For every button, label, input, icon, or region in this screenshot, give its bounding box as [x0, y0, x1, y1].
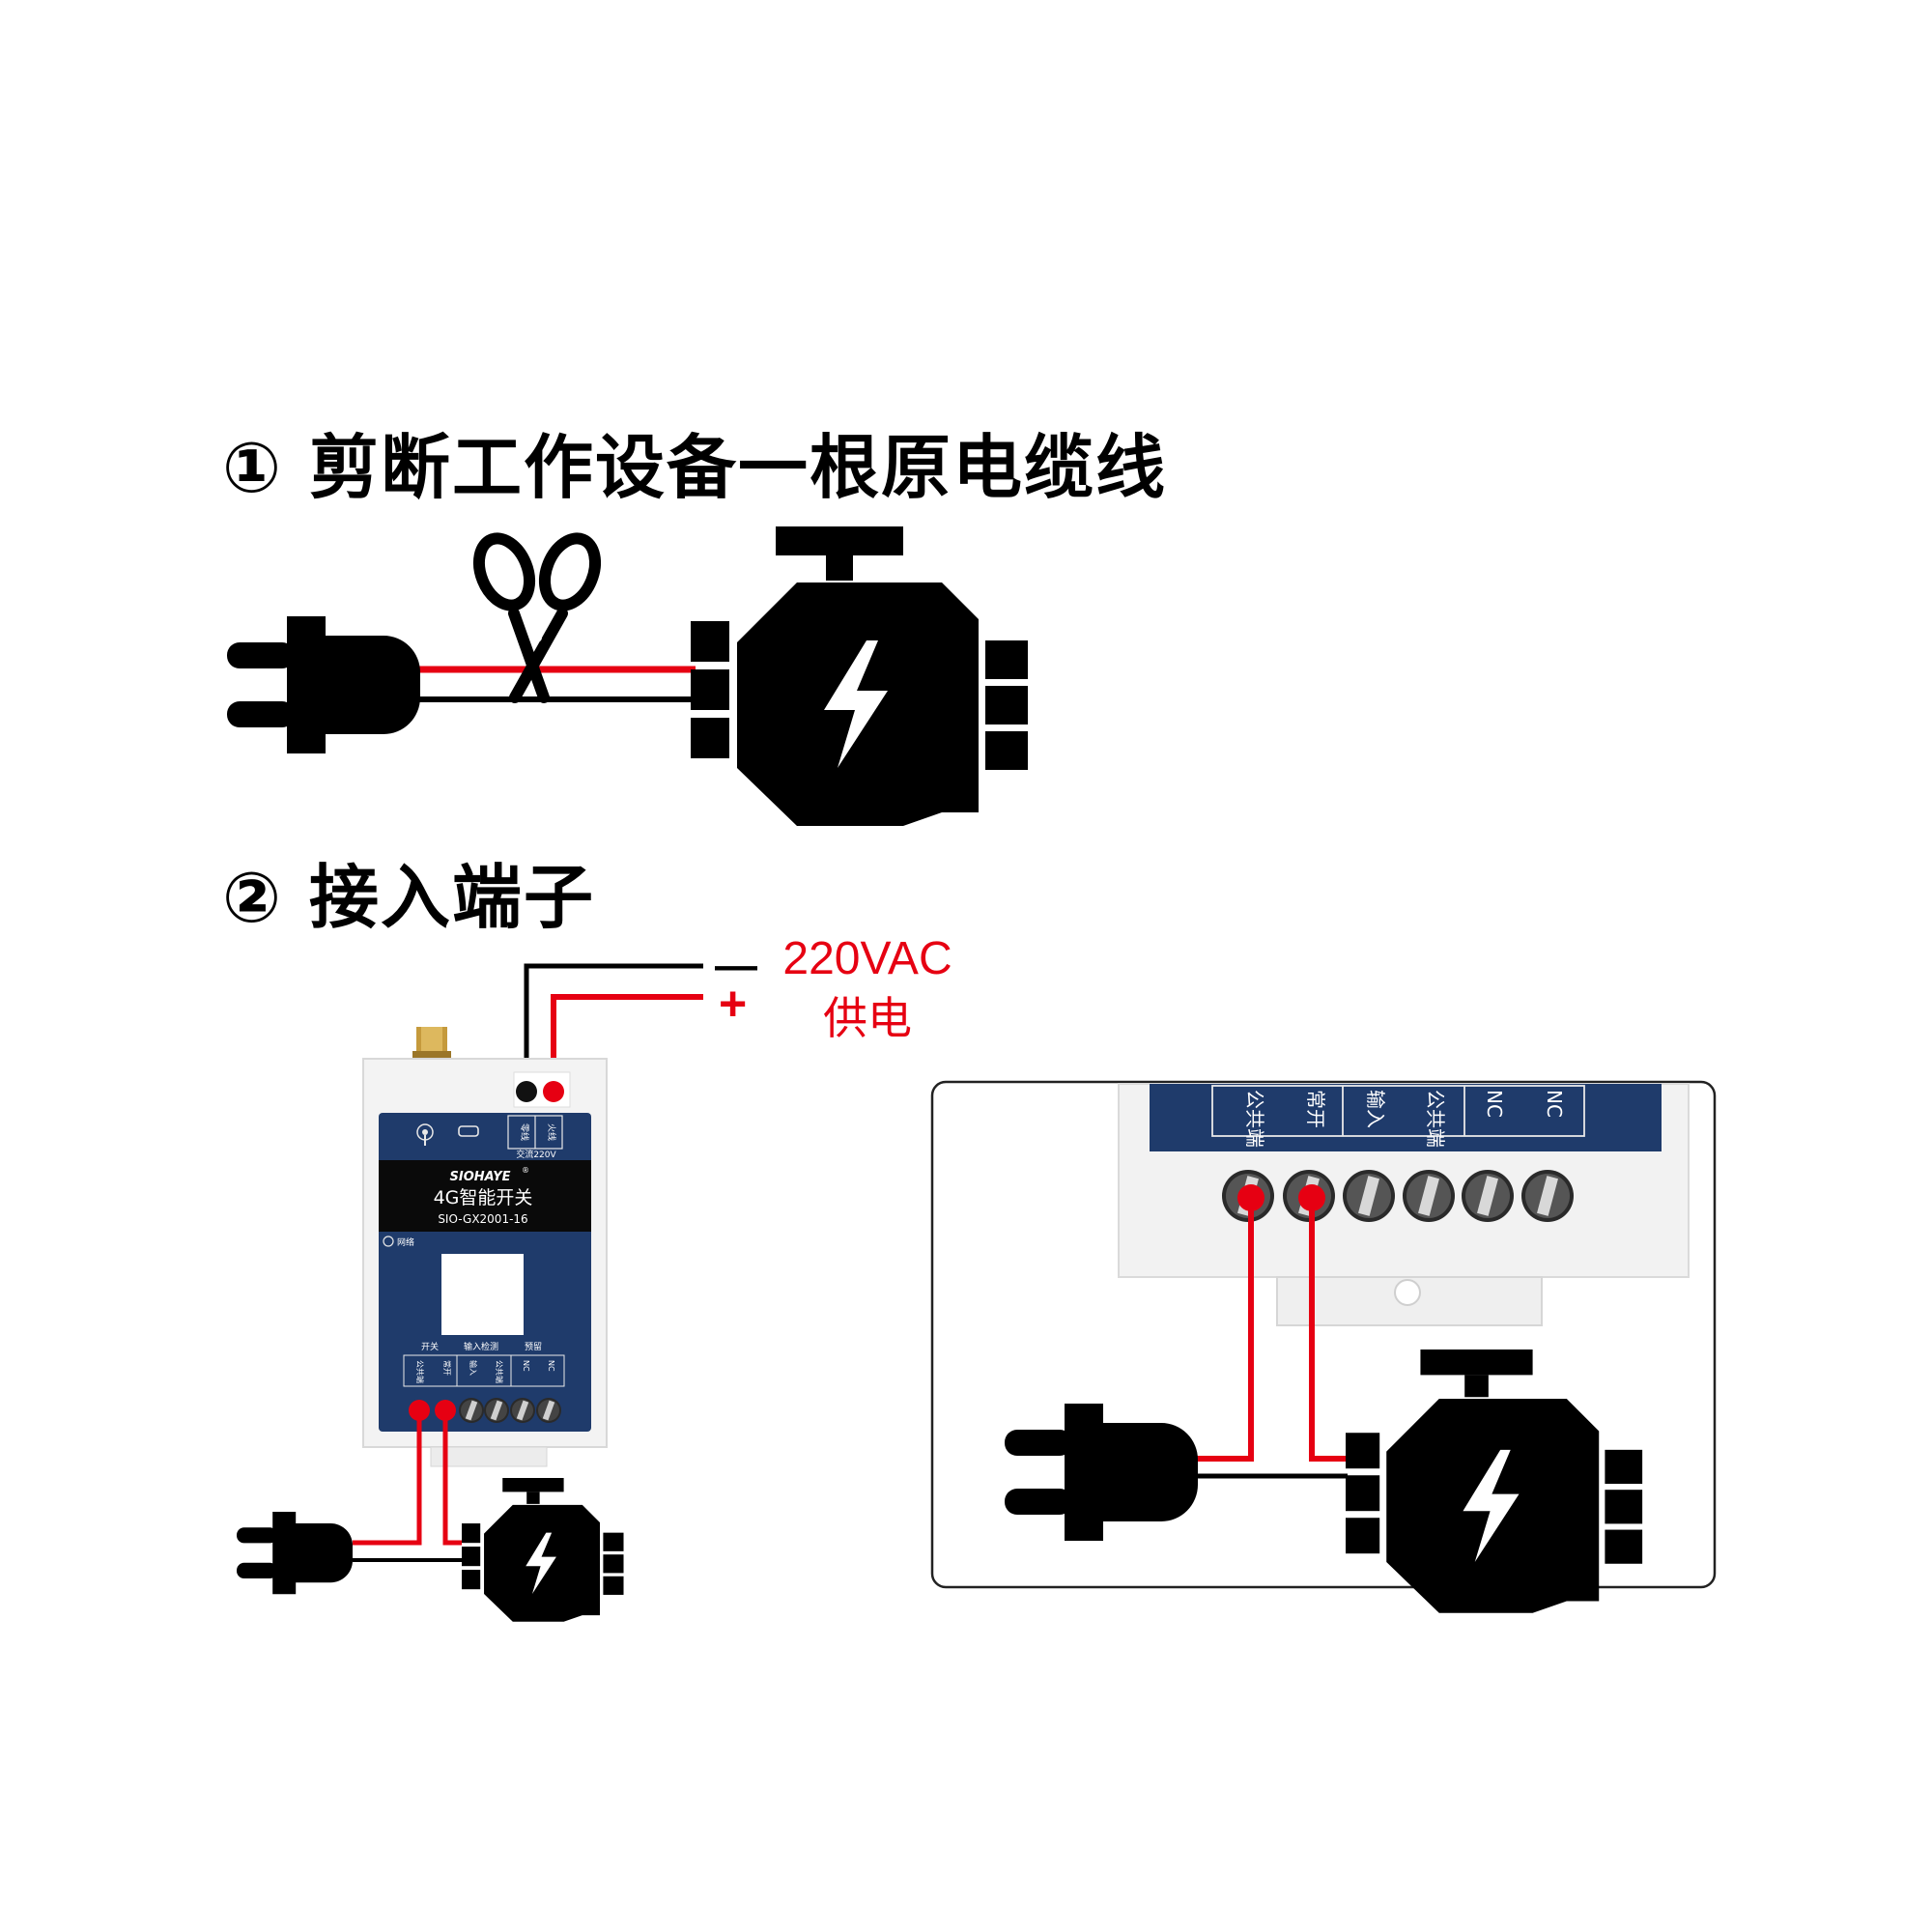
terminal-label-2: 常开: [442, 1360, 451, 1376]
terminal-label-1: 公共端: [415, 1360, 425, 1383]
screw-terminal-icon: [510, 1398, 535, 1423]
closeup-label-panel: [1150, 1084, 1662, 1151]
model-number: SIO-GX2001-16: [438, 1212, 527, 1226]
screw-terminal-icon: [1403, 1170, 1455, 1222]
supply-caption-label: 供电: [823, 992, 912, 1044]
power-caption: 交流220V: [516, 1149, 556, 1160]
terminal-label-6: NC: [547, 1360, 555, 1372]
brand-name: SIOHAYE: [450, 1170, 511, 1184]
group-label-switch: 开关: [421, 1341, 439, 1352]
closeup-terminal-label-6: NC: [1543, 1090, 1566, 1118]
group-label-input: 输入检测: [464, 1341, 498, 1352]
antenna-icon: [412, 1027, 451, 1061]
step-2-title: ② 接入端子: [222, 857, 596, 938]
neutral-terminal-label: 零线: [519, 1123, 530, 1141]
product-name: 4G智能开关: [434, 1187, 533, 1208]
smart-switch-device: 零线 火线 交流220V SIOHAYE ® 4G智能开关 SIO-GX2001…: [237, 963, 703, 1622]
load-live-wire-out: [442, 1410, 462, 1546]
plug-icon: [227, 616, 420, 753]
closeup-terminal-label-2: 常开: [1304, 1090, 1327, 1128]
network-led: [383, 1236, 394, 1247]
terminal-label-3: 输入: [469, 1360, 478, 1376]
supply-plus-sign: +: [719, 977, 748, 1031]
scissors-icon: [472, 532, 602, 703]
qr-code-area: [441, 1254, 524, 1335]
closeup-terminal-label-4: 公共端: [1424, 1090, 1447, 1148]
step-1-diagram: [227, 526, 1028, 826]
motor-icon: [462, 1478, 624, 1622]
signal-icon: [416, 1123, 434, 1146]
closeup-panel: 公共端 常开 输入 公共端 NC NC: [930, 1080, 1717, 1613]
screw-terminal-icon: [459, 1398, 484, 1423]
closeup-terminal-label-1: 公共端: [1243, 1090, 1266, 1148]
closeup-terminal-label-3: 输入: [1364, 1090, 1387, 1128]
screw-terminal-icon: [1521, 1170, 1574, 1222]
label-band: [379, 1160, 591, 1232]
group-label-reserved: 预留: [525, 1341, 542, 1352]
supply-voltage-label: 220VAC: [782, 933, 952, 984]
plug-icon: [237, 1512, 353, 1595]
screw-terminal-icon: [536, 1398, 561, 1423]
neutral-terminal: [516, 1081, 537, 1102]
closeup-live-wire-out: [1309, 1198, 1348, 1462]
live-terminal: [543, 1081, 564, 1102]
screw-terminal-icon: [1462, 1170, 1514, 1222]
live-terminal-label: 火线: [546, 1123, 557, 1141]
closeup-terminal-label-5: NC: [1483, 1090, 1506, 1118]
registered-mark: ®: [522, 1166, 529, 1175]
screw-terminal-icon: [484, 1398, 509, 1423]
step-1-title: ① 剪断工作设备一根原电缆线: [222, 427, 1168, 508]
load-live-wire-in: [353, 1410, 422, 1546]
supply-minus-sign: —: [715, 942, 757, 989]
terminal-label-4: 公共端: [495, 1360, 504, 1383]
network-label: 网络: [397, 1236, 414, 1248]
terminal-label-5: NC: [522, 1360, 530, 1372]
usb-port-icon: [458, 1125, 479, 1137]
screw-terminal-icon: [1343, 1170, 1395, 1222]
neutral-supply-wire: [524, 963, 703, 1092]
motor-icon: [691, 526, 1028, 826]
